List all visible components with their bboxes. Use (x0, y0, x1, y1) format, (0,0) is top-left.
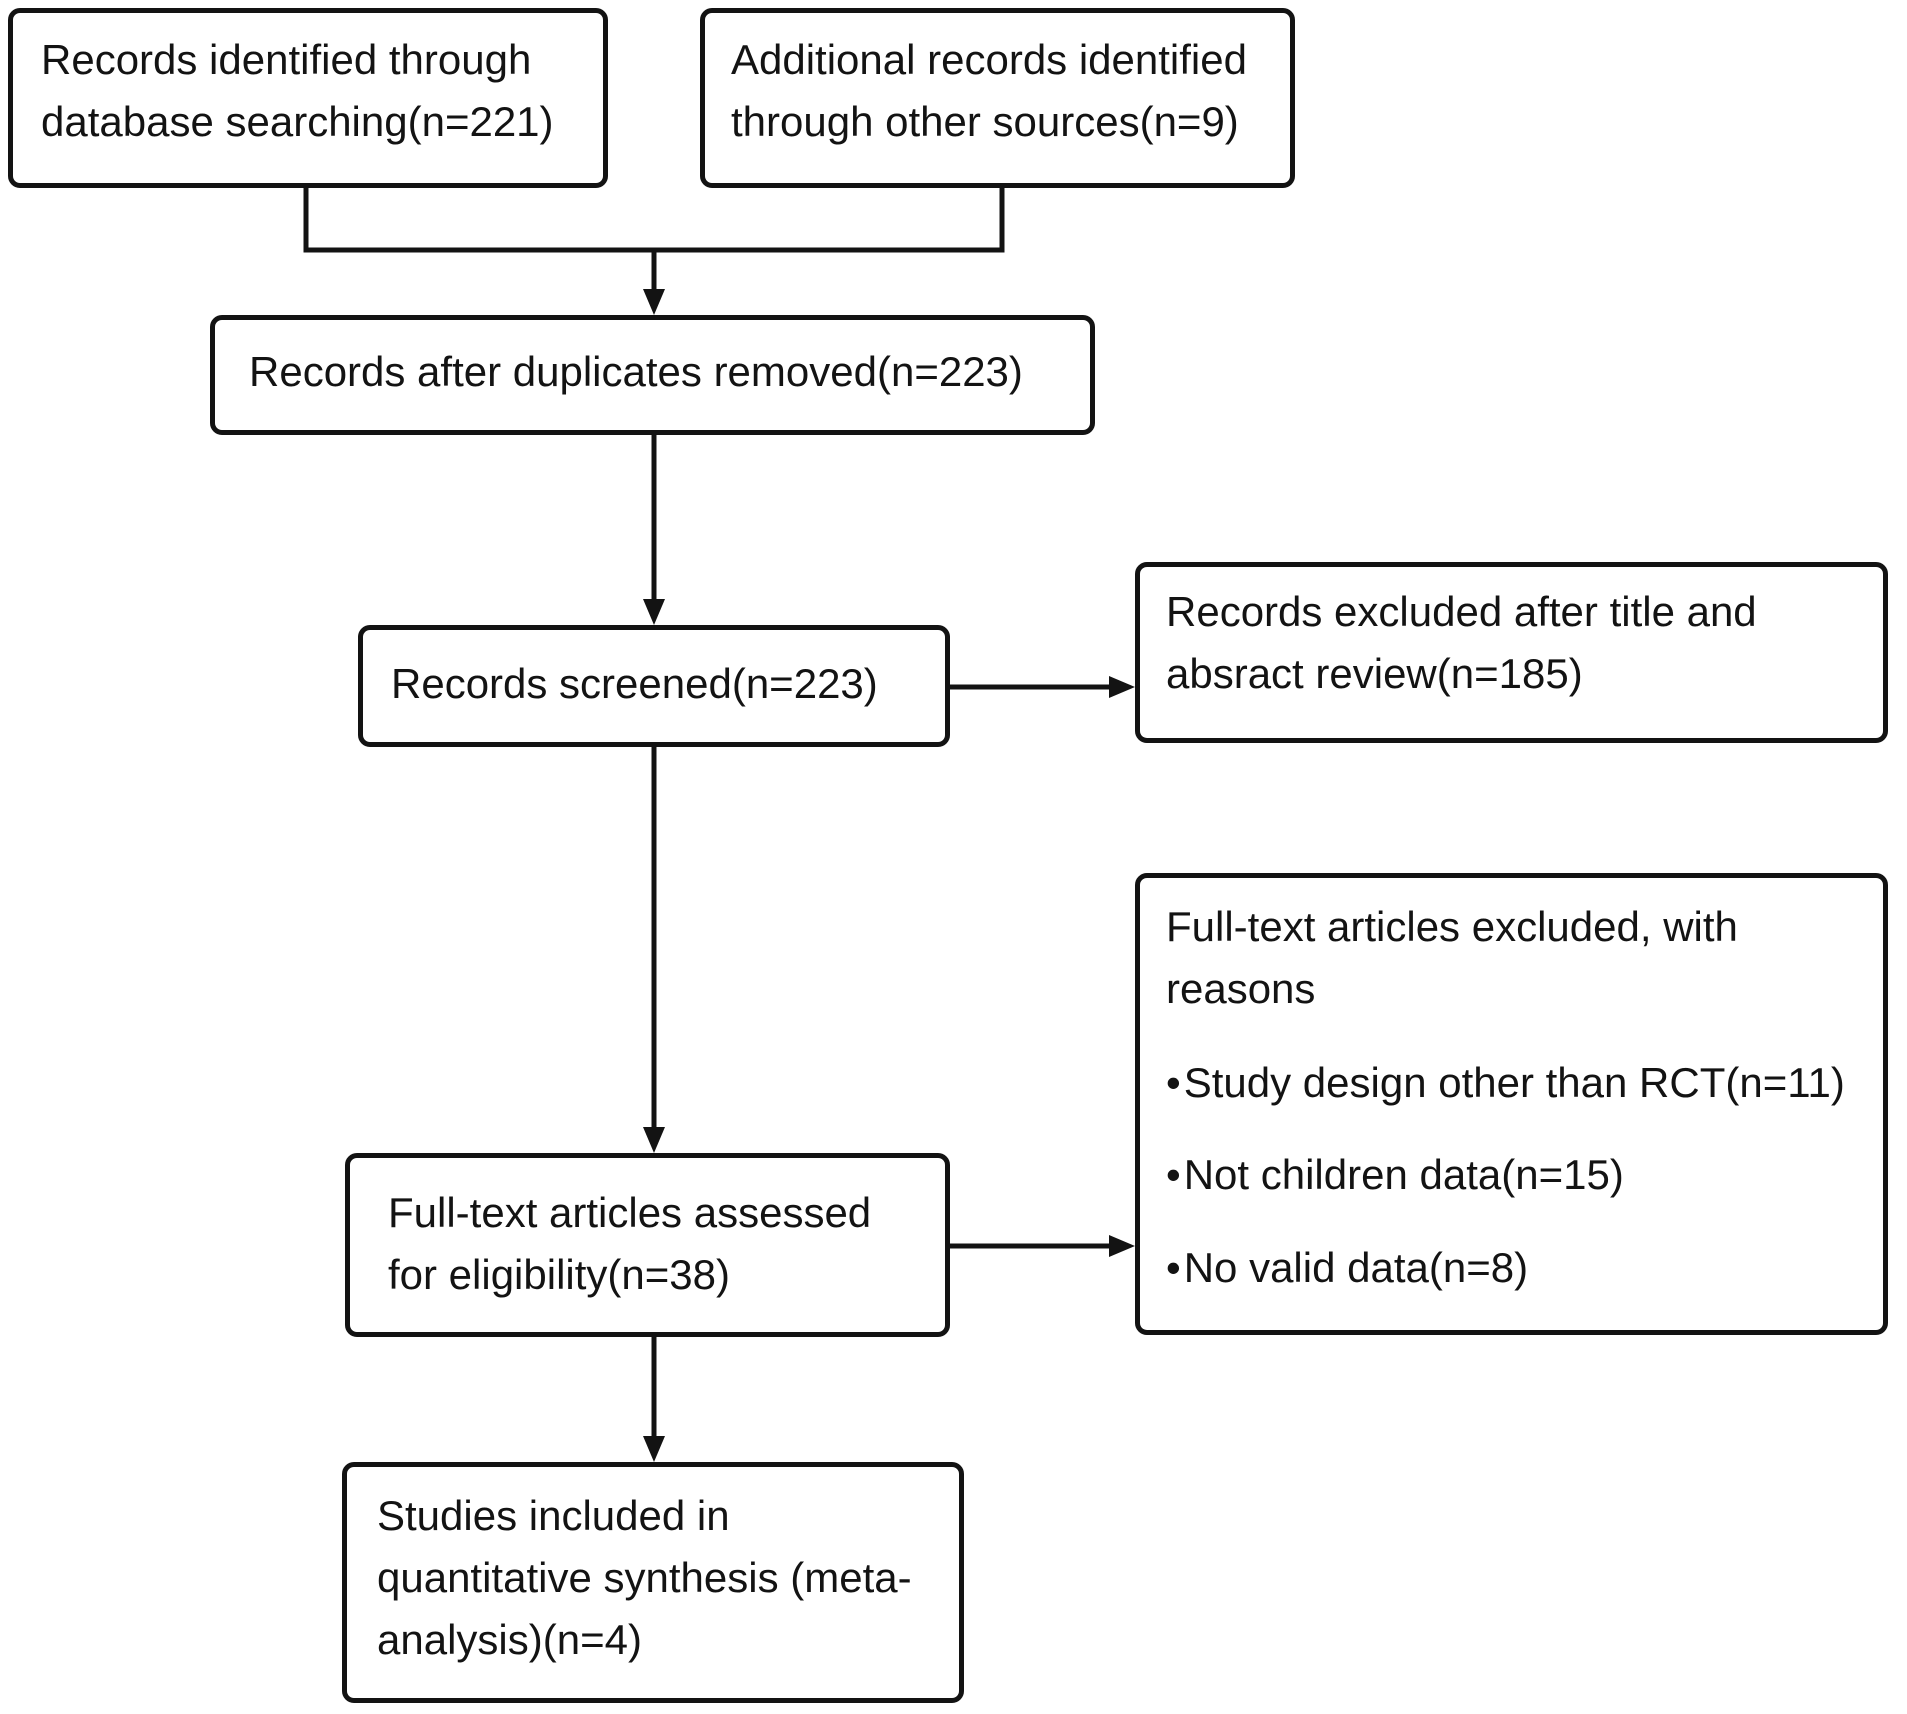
arrow-dedup-to-screened-head (643, 599, 665, 625)
merge-connector-line (303, 183, 1005, 253)
node-studies-included: Studies included in quantitative synthes… (342, 1462, 964, 1703)
arrow-fulltext-to-included-head (643, 1436, 665, 1462)
exclusion-reason-label: No valid data(n=8) (1183, 1243, 1529, 1291)
node-studies-included-label: Studies included in quantitative synthes… (377, 1492, 912, 1664)
node-additional-records: Additional records identified through ot… (700, 8, 1295, 188)
node-fulltext-assessed: Full-text articles assessed for eligibil… (345, 1153, 950, 1337)
node-fulltext-excluded: Full-text articles excluded, with reason… (1135, 873, 1888, 1335)
node-fulltext-excluded-heading: Full-text articles excluded, with reason… (1166, 903, 1738, 1013)
node-fulltext-assessed-label: Full-text articles assessed for eligibil… (388, 1188, 872, 1298)
exclusion-reason-item: • Study design other than RCT(n=11) (1166, 1052, 1869, 1114)
node-records-identified-label: Records identified through database sear… (41, 36, 554, 146)
bullet-icon: • (1166, 1059, 1181, 1107)
node-records-identified: Records identified through database sear… (8, 8, 608, 188)
exclusion-reason-label: Not children data(n=15) (1183, 1151, 1624, 1199)
node-records-excluded-title-abstract: Records excluded after title and absract… (1135, 562, 1888, 743)
arrow-fulltext-to-excluded-head (1109, 1235, 1135, 1257)
node-duplicates-removed-label: Records after duplicates removed(n=223) (249, 347, 1023, 395)
arrow-screened-to-excluded-head (1109, 676, 1135, 698)
arrow-screened-to-fulltext-head (643, 1127, 665, 1153)
node-records-screened-label: Records screened(n=223) (391, 659, 878, 707)
exclusion-reason-item: • Not children data(n=15) (1166, 1144, 1869, 1206)
node-duplicates-removed: Records after duplicates removed(n=223) (210, 315, 1095, 435)
bullet-icon: • (1166, 1243, 1181, 1291)
arrow-merge-to-dedup-head (643, 289, 665, 315)
node-records-excluded-label: Records excluded after title and absract… (1166, 588, 1757, 698)
exclusion-reason-list: • Study design other than RCT(n=11) • No… (1166, 1052, 1869, 1298)
bullet-icon: • (1166, 1151, 1181, 1199)
exclusion-reason-label: Study design other than RCT(n=11) (1183, 1059, 1845, 1107)
node-additional-records-label: Additional records identified through ot… (731, 36, 1247, 146)
exclusion-reason-item: • No valid data(n=8) (1166, 1237, 1869, 1299)
node-records-screened: Records screened(n=223) (358, 625, 950, 747)
